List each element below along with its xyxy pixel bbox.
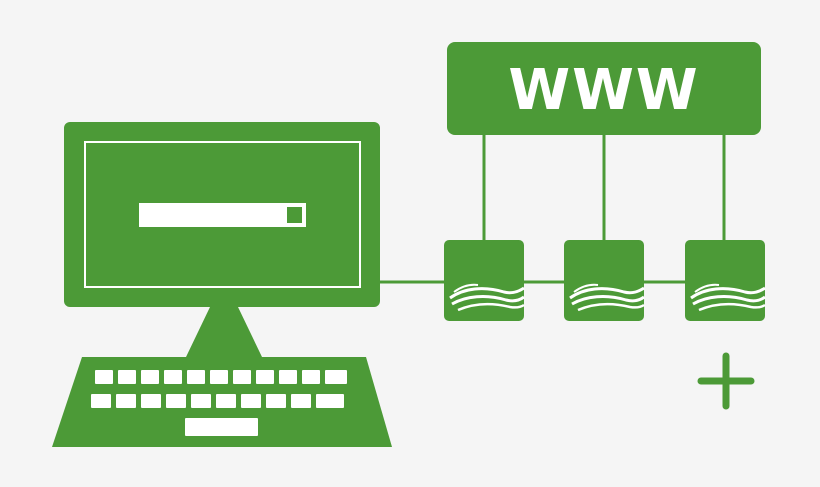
www-label: WWW xyxy=(508,58,699,123)
search-button[interactable] xyxy=(287,207,302,223)
www-connectors xyxy=(482,135,726,242)
monitor-screen xyxy=(84,141,361,288)
plus-icon[interactable] xyxy=(697,352,755,410)
keyboard-keys xyxy=(91,370,347,436)
network-node-1 xyxy=(444,240,525,321)
wave-icon xyxy=(569,283,645,312)
wave-icon xyxy=(690,283,766,312)
search-bar[interactable] xyxy=(139,203,306,227)
space-bar[interactable] xyxy=(185,418,258,436)
network-node-3 xyxy=(685,240,766,321)
computer-monitor xyxy=(64,122,380,357)
wave-icon xyxy=(449,283,525,312)
monitor-stand xyxy=(186,307,262,357)
network-node-2 xyxy=(564,240,645,321)
keyboard xyxy=(52,357,392,447)
www-box: WWW xyxy=(447,42,761,135)
